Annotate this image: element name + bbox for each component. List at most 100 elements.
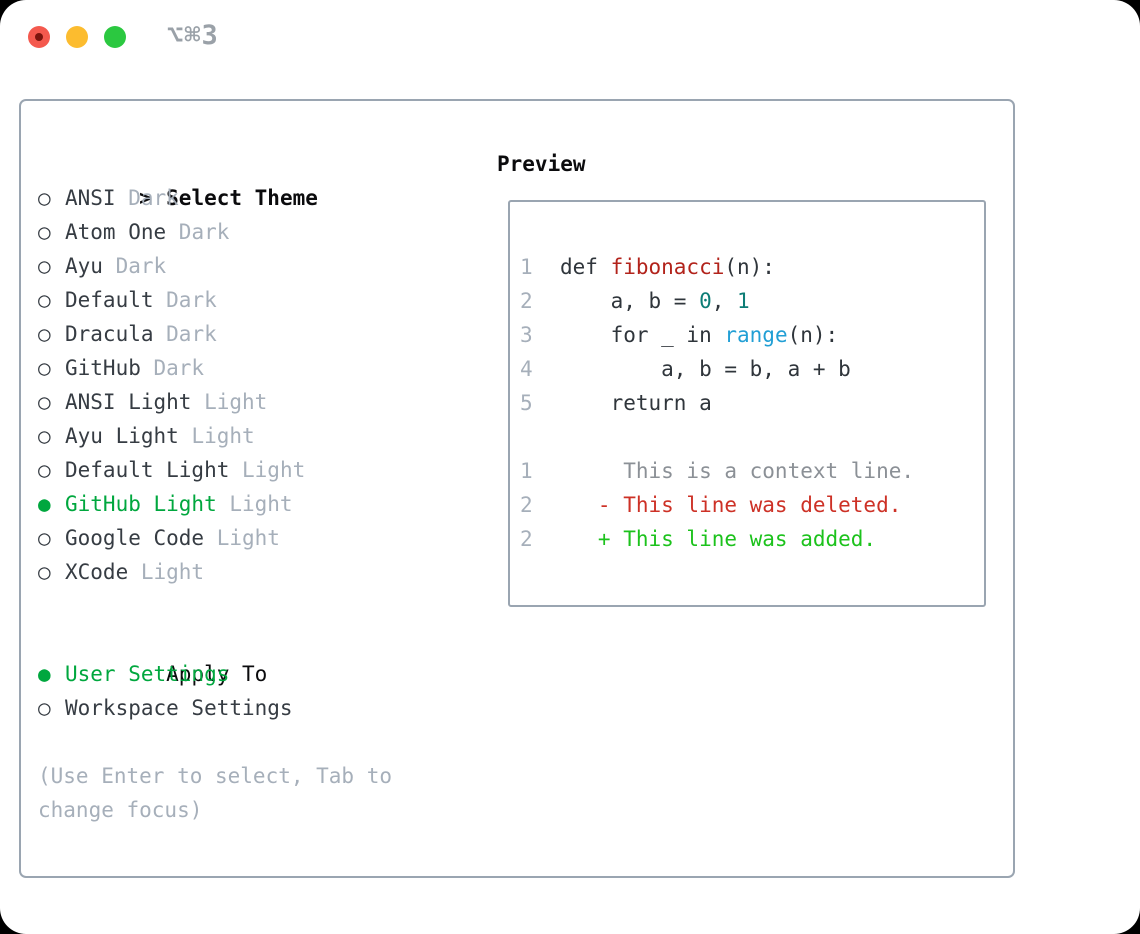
code-segment: (n): xyxy=(724,255,775,279)
radio-icon: ○ xyxy=(38,526,51,550)
theme-variant: Dark xyxy=(166,220,230,244)
theme-variant: Dark xyxy=(102,254,167,278)
code-segment: + This line was added. xyxy=(560,527,877,551)
preview-line: 4 a, b = b, a + b xyxy=(520,352,984,386)
radio-icon: ● xyxy=(38,492,51,516)
theme-name: XCode xyxy=(65,560,129,584)
code-segment: for _ in xyxy=(560,323,725,347)
preview-line: 2 - This line was deleted. xyxy=(520,488,984,522)
theme-option[interactable]: ○ ANSI Dark xyxy=(38,181,318,215)
theme-variant: Dark xyxy=(140,356,205,380)
theme-option[interactable]: ○ XCode Light xyxy=(38,555,318,589)
theme-name: Ayu Light xyxy=(65,424,179,448)
code-segment: a, b = b, a + b xyxy=(560,357,851,381)
theme-picker: >Select Theme ○ANSI Dark○Atom One Dark○A… xyxy=(38,147,318,589)
line-number: 1 xyxy=(520,459,533,483)
theme-variant: Dark xyxy=(115,186,179,210)
code-segment: This is a context line. xyxy=(560,459,915,483)
theme-name: Google Code xyxy=(65,526,205,550)
hint-line: change focus) xyxy=(38,798,203,822)
theme-picker-header: > Select Theme xyxy=(38,147,318,210)
line-number: 2 xyxy=(520,527,533,551)
theme-option[interactable]: ○ Default Dark xyxy=(38,283,318,317)
radio-icon: ○ xyxy=(38,322,51,346)
radio-icon: ○ xyxy=(38,696,51,720)
radio-icon: ● xyxy=(38,662,51,686)
code-segment: 0 xyxy=(699,289,712,313)
theme-name: ANSI xyxy=(65,186,116,210)
theme-variant: Dark xyxy=(153,322,217,346)
preview-line: 2 a, b = 0, 1 xyxy=(520,284,984,318)
theme-name: Atom One xyxy=(65,220,167,244)
radio-icon: ○ xyxy=(38,560,51,584)
theme-variant: Dark xyxy=(153,288,217,312)
theme-option[interactable]: ○ANSI Light Light xyxy=(38,385,318,419)
apply-to-options: ● User Settings ○ Workspace Settings xyxy=(38,657,293,725)
code-segment: return a xyxy=(560,391,712,415)
theme-name: GitHub xyxy=(65,356,141,380)
hint-text: (Use Enter to select, Tab to change focus… xyxy=(38,759,392,827)
code-segment: fibonacci xyxy=(610,255,725,279)
theme-name: Dracula xyxy=(65,322,154,346)
code-segment: , xyxy=(711,289,738,313)
line-number: 4 xyxy=(520,357,533,381)
theme-option[interactable]: ○ Google Code Light xyxy=(38,521,318,555)
code-segment: - This line was deleted. xyxy=(560,493,902,517)
code-segment: def xyxy=(560,255,611,279)
theme-list: ○ANSI Dark○Atom One Dark○Ayu Dark○Defaul… xyxy=(38,181,318,589)
theme-name: GitHub Light xyxy=(65,492,217,516)
preview-line xyxy=(520,420,984,454)
theme-option[interactable]: ○ Atom One Dark xyxy=(38,215,318,249)
theme-name: Default Light xyxy=(65,458,230,482)
code-segment: range xyxy=(724,323,788,347)
close-indicator-icon xyxy=(35,33,43,41)
theme-variant: Light xyxy=(229,458,306,482)
focus-caret-icon: > xyxy=(139,186,152,210)
preview-line: 1 def fibonacci(n): xyxy=(520,250,984,284)
apply-to-title: Apply To xyxy=(166,662,268,686)
theme-picker-title: Select Theme xyxy=(166,186,318,210)
preview-title: Preview xyxy=(497,152,586,176)
preview-line: 2 + This line was added. xyxy=(520,522,984,556)
theme-variant: Light xyxy=(178,424,255,448)
radio-icon: ○ xyxy=(38,288,51,312)
theme-option[interactable]: ○Default Light Light xyxy=(38,453,318,487)
radio-icon: ○ xyxy=(38,356,51,380)
line-number: 2 xyxy=(520,493,533,517)
theme-option[interactable]: ○ Dracula Dark xyxy=(38,317,318,351)
theme-name: ANSI Light xyxy=(65,390,192,414)
apply-option-label: Workspace Settings xyxy=(65,696,293,720)
preview-line: 1 This is a context line. xyxy=(520,454,984,488)
preview-line: 5 return a xyxy=(520,386,984,420)
theme-option[interactable]: ● GitHub Light Light xyxy=(38,487,318,521)
hint-line: (Use Enter to select, Tab to xyxy=(38,764,393,788)
theme-variant: Light xyxy=(204,526,280,550)
theme-option[interactable]: ○ GitHub Dark xyxy=(38,351,318,385)
theme-option[interactable]: ○Ayu Dark xyxy=(38,249,318,283)
radio-icon: ○ xyxy=(38,424,51,448)
apply-to-option[interactable]: ○ Workspace Settings xyxy=(38,691,293,725)
code-segment: a, b = xyxy=(560,289,700,313)
apply-option-label: User Settings xyxy=(65,662,230,686)
line-number: 2 xyxy=(520,289,533,313)
line-number: 5 xyxy=(520,391,533,415)
radio-icon: ○ xyxy=(38,390,51,414)
line-number: 1 xyxy=(520,255,533,279)
maximize-button[interactable] xyxy=(104,26,126,48)
radio-icon: ○ xyxy=(38,220,51,244)
code-segment: 1 xyxy=(737,289,750,313)
radio-icon: ○ xyxy=(38,186,51,210)
radio-icon: ○ xyxy=(38,254,51,278)
close-button[interactable] xyxy=(28,26,50,48)
theme-name: Default xyxy=(65,288,154,312)
theme-variant: Light xyxy=(216,492,293,516)
apply-to-option[interactable]: ● User Settings xyxy=(38,657,293,691)
theme-variant: Light xyxy=(128,560,205,584)
theme-option[interactable]: ○ Ayu Light Light xyxy=(38,419,318,453)
preview-line: 3 for _ in range(n): xyxy=(520,318,984,352)
code-segment: (n): xyxy=(787,323,839,347)
apply-to-section: Apply To ● User Settings ○ Workspace Settin… xyxy=(38,623,293,725)
minimize-button[interactable] xyxy=(66,26,88,48)
